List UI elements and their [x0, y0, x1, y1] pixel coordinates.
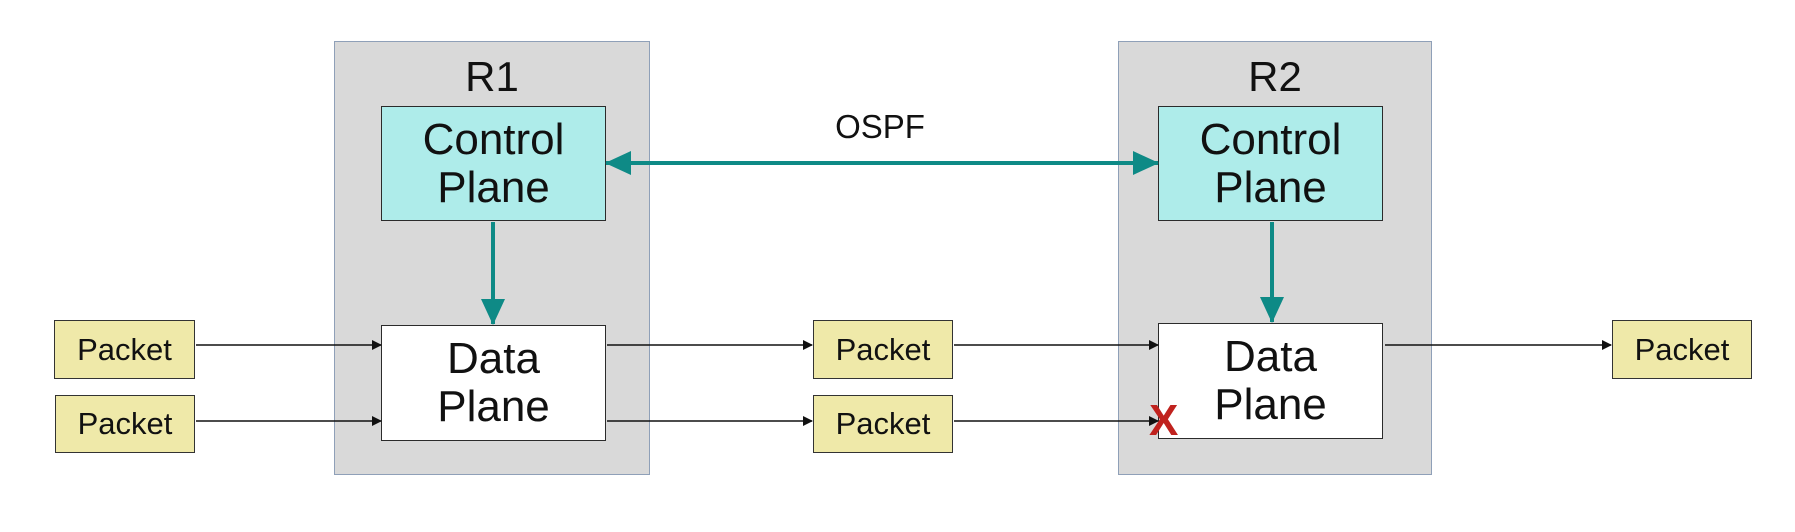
- r1-data-plane: Data Plane: [381, 325, 606, 441]
- r2-control-plane-label: Control Plane: [1199, 114, 1342, 212]
- packet-in-1-label: Packet: [77, 331, 172, 367]
- packet-in-1: Packet: [54, 320, 195, 379]
- r1-control-plane-label: Control Plane: [422, 114, 565, 212]
- r2-data-plane-label: Data Plane: [1214, 332, 1327, 429]
- r1-control-plane: Control Plane: [381, 106, 606, 221]
- r1-data-plane-label: Data Plane: [437, 334, 550, 431]
- packet-out-1: Packet: [1612, 320, 1752, 379]
- packet-in-2: Packet: [55, 395, 195, 453]
- packet-drop-x-icon: X: [1149, 396, 1179, 445]
- r2-data-plane: Data Plane: [1158, 323, 1383, 439]
- router-r2-label: R2: [1248, 53, 1302, 100]
- packet-mid-2-label: Packet: [835, 406, 931, 441]
- packet-in-2-label: Packet: [77, 406, 173, 441]
- packet-mid-2: Packet: [813, 395, 953, 453]
- router-r1-label: R1: [465, 53, 519, 100]
- packet-mid-1: Packet: [813, 320, 953, 379]
- r2-control-plane: Control Plane: [1158, 106, 1383, 221]
- packet-mid-1-label: Packet: [835, 331, 931, 367]
- packet-out-1-label: Packet: [1634, 331, 1730, 367]
- ospf-label: OSPF: [835, 108, 925, 145]
